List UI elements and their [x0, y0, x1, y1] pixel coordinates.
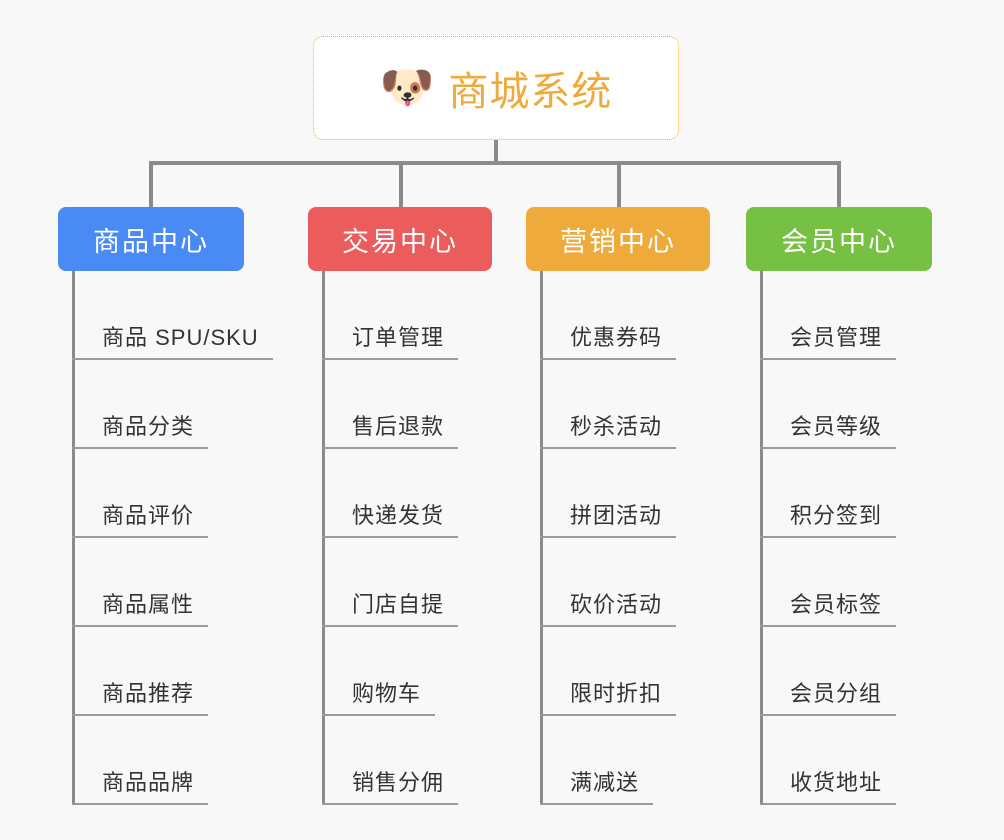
list-item-label: 会员标签 [790, 592, 883, 617]
list-item-label: 售后退款 [352, 414, 445, 439]
connector-root-stem [494, 140, 498, 163]
branch-trade-center: 交易中心 订单管理 售后退款 快递发货 门店自提 购物车 销售分佣 [308, 207, 492, 805]
list-item[interactable]: 商品推荐 [58, 627, 244, 716]
shiba-dog-face-icon: 🐶 [379, 63, 435, 112]
list-item-label: 拼团活动 [570, 503, 663, 528]
branch-header-label: 商品中心 [93, 226, 209, 257]
branch-header-label: 营销中心 [560, 226, 676, 257]
list-item[interactable]: 商品 SPU/SKU [58, 271, 273, 360]
list-item[interactable]: 收货地址 [746, 716, 932, 805]
list-item[interactable]: 积分签到 [746, 449, 932, 538]
list-item-label: 销售分佣 [352, 770, 445, 795]
branch-header-member-center[interactable]: 会员中心 [746, 207, 932, 271]
list-item-label: 商品推荐 [102, 681, 195, 706]
connector-drop-4 [837, 161, 841, 208]
branch-trunk [322, 271, 325, 805]
connector-drop-2 [399, 161, 403, 208]
list-item-label: 门店自提 [352, 592, 445, 617]
root-node[interactable]: 🐶 商城系统 [313, 36, 679, 140]
list-item[interactable]: 售后退款 [308, 360, 492, 449]
branch-product-center: 商品中心 商品 SPU/SKU 商品分类 商品评价 商品属性 商品推荐 商品品牌 [58, 207, 273, 805]
list-item-label: 满减送 [570, 770, 640, 795]
list-item-label: 商品 SPU/SKU [102, 325, 259, 350]
branch-header-trade-center[interactable]: 交易中心 [308, 207, 492, 271]
root-title: 商城系统 [448, 70, 613, 114]
list-item[interactable]: 门店自提 [308, 538, 492, 627]
list-item[interactable]: 优惠券码 [526, 271, 710, 360]
list-item-label: 积分签到 [790, 503, 883, 528]
list-item-label: 购物车 [352, 681, 422, 706]
branch-body-marketing-center: 优惠券码 秒杀活动 拼团活动 砍价活动 限时折扣 满减送 [526, 271, 710, 805]
branch-marketing-center: 营销中心 优惠券码 秒杀活动 拼团活动 砍价活动 限时折扣 满减送 [526, 207, 710, 805]
branch-trunk [540, 271, 543, 805]
branch-header-product-center[interactable]: 商品中心 [58, 207, 244, 271]
branch-body-trade-center: 订单管理 售后退款 快递发货 门店自提 购物车 销售分佣 [308, 271, 492, 805]
list-item-label: 会员等级 [790, 414, 883, 439]
list-item[interactable]: 商品品牌 [58, 716, 244, 805]
list-item-label: 砍价活动 [570, 592, 663, 617]
branch-trunk [72, 271, 75, 805]
list-item-label: 会员管理 [790, 325, 883, 350]
list-item[interactable]: 会员等级 [746, 360, 932, 449]
list-item[interactable]: 商品属性 [58, 538, 244, 627]
connector-horizontal-bus [149, 161, 841, 165]
branch-header-label: 交易中心 [342, 226, 458, 257]
connector-drop-1 [149, 161, 153, 208]
list-item[interactable]: 砍价活动 [526, 538, 710, 627]
list-item[interactable]: 购物车 [308, 627, 492, 716]
list-item[interactable]: 快递发货 [308, 449, 492, 538]
list-item-label: 商品品牌 [102, 770, 195, 795]
list-item[interactable]: 限时折扣 [526, 627, 710, 716]
list-item-label: 收货地址 [790, 770, 883, 795]
list-item-label: 商品评价 [102, 503, 195, 528]
list-item-label: 快递发货 [352, 503, 445, 528]
list-item[interactable]: 会员分组 [746, 627, 932, 716]
list-item[interactable]: 会员标签 [746, 538, 932, 627]
branch-header-marketing-center[interactable]: 营销中心 [526, 207, 710, 271]
list-item-label: 优惠券码 [570, 325, 663, 350]
list-item-label: 秒杀活动 [570, 414, 663, 439]
branch-header-label: 会员中心 [781, 226, 897, 257]
list-item-label: 限时折扣 [570, 681, 663, 706]
list-item[interactable]: 拼团活动 [526, 449, 710, 538]
list-item[interactable]: 满减送 [526, 716, 710, 805]
branch-member-center: 会员中心 会员管理 会员等级 积分签到 会员标签 会员分组 收货地址 [746, 207, 932, 805]
branch-body-member-center: 会员管理 会员等级 积分签到 会员标签 会员分组 收货地址 [746, 271, 932, 805]
list-item-label: 商品属性 [102, 592, 195, 617]
list-item[interactable]: 会员管理 [746, 271, 932, 360]
root-node-content: 🐶 商城系统 [380, 59, 613, 117]
list-item[interactable]: 商品评价 [58, 449, 244, 538]
list-item[interactable]: 订单管理 [308, 271, 492, 360]
list-item[interactable]: 商品分类 [58, 360, 244, 449]
list-item-label: 订单管理 [352, 325, 445, 350]
list-item[interactable]: 秒杀活动 [526, 360, 710, 449]
branch-trunk [760, 271, 763, 805]
list-item-label: 商品分类 [102, 414, 195, 439]
connector-drop-3 [617, 161, 621, 208]
branch-body-product-center: 商品 SPU/SKU 商品分类 商品评价 商品属性 商品推荐 商品品牌 [58, 271, 273, 805]
list-item-label: 会员分组 [790, 681, 883, 706]
list-item[interactable]: 销售分佣 [308, 716, 492, 805]
